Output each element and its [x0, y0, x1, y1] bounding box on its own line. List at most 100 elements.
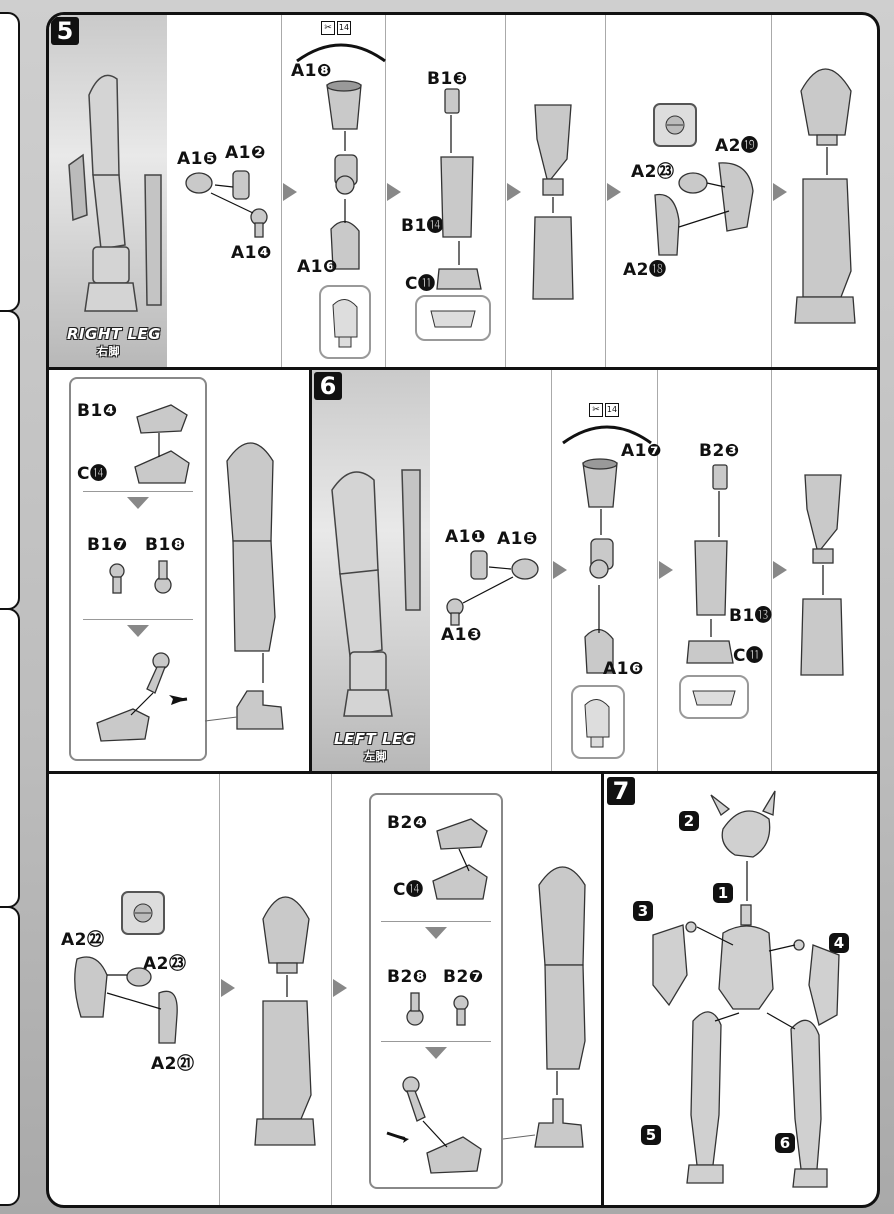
part-label-a21: A2㉑ [151, 1054, 195, 1074]
right-leg-banner: RIGHT LEG 右脚 [67, 325, 161, 359]
part-label-a14: A1❹ [231, 243, 272, 263]
part-label-b14-sub: B1❹ [77, 401, 118, 421]
row-divider [49, 367, 877, 370]
part-label-b24: B2❹ [387, 813, 428, 833]
foot-substep-box: B1❹ C⓮ B1❼ B1❽ [69, 377, 207, 761]
substep-joint-drawing [109, 560, 172, 594]
separator [771, 15, 772, 367]
substep-divider [83, 619, 193, 620]
separator [385, 15, 386, 367]
part-number-3: 3 [633, 901, 653, 921]
instruction-page: RIGHT LEG 右脚 5 A1❺ A1❷ A1❹ ✂14 A1❽ [46, 12, 880, 1208]
right-leg-reference-photo: RIGHT LEG 右脚 [49, 15, 167, 367]
step6d-leg-drawing [800, 474, 844, 676]
part-label-c11: C⓫ [405, 274, 436, 294]
part-label-a18: A1❽ [291, 61, 332, 81]
left-leg-illustration [331, 469, 421, 717]
right-leg-jp-title: 右脚 [97, 345, 120, 358]
part-label-a28: A2⓲ [623, 260, 667, 280]
part-number-4: 4 [829, 933, 849, 953]
step-arrow [333, 979, 347, 997]
previous-page-panel [0, 12, 20, 312]
right-leg-title: RIGHT LEG [67, 325, 162, 343]
detail-part-drawing [692, 690, 736, 706]
part-label-a11: A1❶ [445, 527, 486, 547]
step-arrow [607, 183, 621, 201]
part-label-b14: B1⓮ [401, 216, 445, 236]
part-label-c11-l: C⓫ [733, 646, 764, 666]
row-divider [49, 771, 877, 774]
step6b-parts-drawing [582, 458, 618, 674]
left-leg-title: LEFT LEG [334, 730, 416, 748]
part-label-a17: A1❼ [621, 441, 662, 461]
part-number-1: 1 [713, 883, 733, 903]
down-arrow [425, 927, 447, 939]
part-label-a15-l: A1❺ [497, 529, 538, 549]
left-leg-reference-photo: LEFT LEG 左脚 [312, 370, 430, 771]
substep-foot-drawing [134, 404, 190, 484]
step7-divider [601, 771, 604, 1205]
step-arrow [773, 561, 787, 579]
part-label-c14-b: C⓮ [393, 880, 424, 900]
step-arrow [221, 979, 235, 997]
step-arrow [387, 183, 401, 201]
step-arrow [553, 561, 567, 579]
part-label-b113: B1⓭ [729, 606, 773, 626]
part-label-a16: A1❻ [297, 257, 338, 277]
separator [551, 370, 552, 771]
part-label-a12: A1❷ [225, 143, 266, 163]
step6-divider [309, 367, 312, 771]
part-label-b17-sub: B1❼ [87, 535, 128, 555]
step5f-leg-drawing [794, 68, 856, 324]
bottom-a-parts-drawing [74, 956, 178, 1044]
separator [657, 370, 658, 771]
step-6-number: 6 [314, 372, 342, 400]
right-leg-illustration [68, 74, 162, 312]
previous-page-panel [0, 608, 20, 908]
part-number-5: 5 [641, 1125, 661, 1145]
down-arrow [127, 625, 149, 637]
part-label-a29: A2⓳ [715, 136, 759, 156]
separator [281, 15, 282, 367]
part-label-a13: A1❸ [441, 625, 482, 645]
step-arrow [659, 561, 673, 579]
substep-divider [83, 491, 193, 492]
substep-assembly-drawing [96, 652, 188, 742]
final-assembly-drawing [652, 790, 840, 1188]
substep2-joint-drawing [406, 992, 469, 1026]
joint-hint-drawing [665, 115, 685, 135]
part-label-a23: A2㉓ [631, 162, 675, 182]
part-number-2: 2 [679, 811, 699, 831]
separator [771, 370, 772, 771]
detail-box [319, 285, 371, 359]
middle-full-leg-drawing [204, 442, 284, 730]
step5d-leg-drawing [532, 104, 574, 300]
step5c-parts-drawing [436, 88, 482, 290]
tool-tag: 14 [605, 403, 619, 417]
step-7-number: 7 [607, 777, 635, 805]
foot-substep-box-2: B2❹ C⓮ B2❽ B2❼ [369, 793, 503, 1189]
step5b-parts-drawing [326, 80, 362, 270]
curve-line [562, 425, 652, 445]
separator [219, 774, 220, 1205]
separator [505, 15, 506, 367]
joint-hint-drawing [133, 903, 153, 923]
detail-box [415, 295, 491, 341]
part-label-a16-l: A1❻ [603, 659, 644, 679]
part-label-b13: B1❸ [427, 69, 468, 89]
part-label-a23-b: A2㉓ [143, 954, 187, 974]
detail-part-drawing [584, 699, 610, 748]
step5e-parts-drawing [654, 162, 754, 256]
bottom-b-leg-drawing [254, 896, 316, 1146]
part-number-6: 6 [775, 1133, 795, 1153]
down-arrow [425, 1047, 447, 1059]
part-label-b28: B2❽ [387, 967, 428, 987]
previous-page-panel [0, 906, 20, 1206]
substep2-assembly-drawing [386, 1076, 482, 1174]
detail-part-drawing [332, 299, 358, 348]
part-label-a22: A2㉒ [61, 930, 105, 950]
nipper-icon: ✂14 [589, 403, 619, 417]
part-label-a15: A1❺ [177, 149, 218, 169]
part-label-b27: B2❼ [443, 967, 484, 987]
step6a-parts-drawing [446, 550, 539, 626]
